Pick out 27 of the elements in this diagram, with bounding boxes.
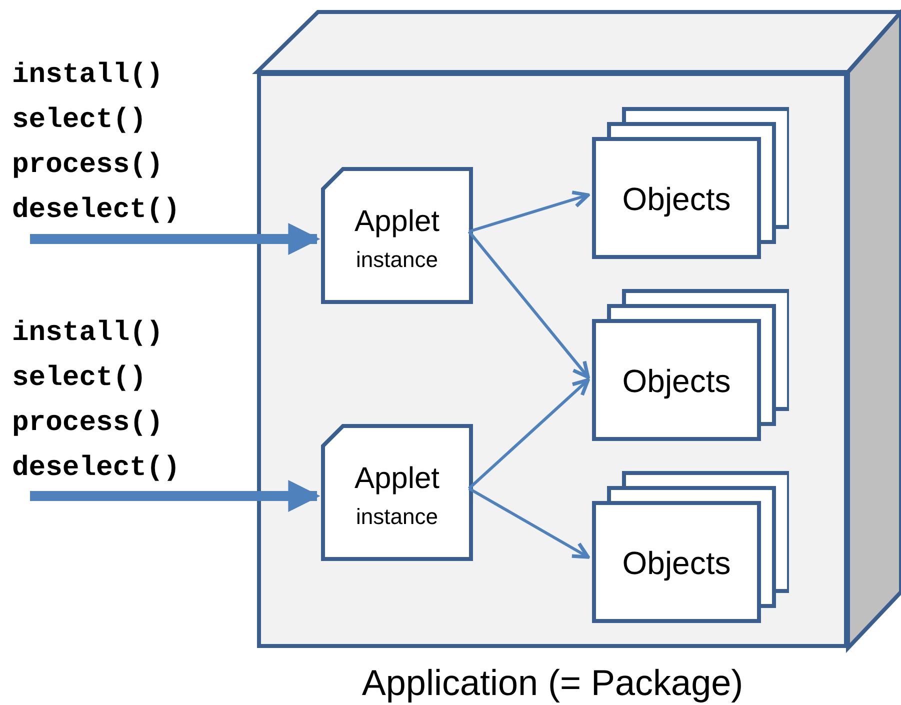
method-name: deselect() (12, 453, 180, 485)
applet-subtitle: instance (355, 504, 439, 530)
object-stack (592, 107, 789, 259)
applet-box (321, 167, 473, 304)
applet-title: Applet (353, 205, 441, 239)
applet-box (321, 424, 473, 561)
arrow (468, 487, 590, 559)
applet-title: Applet (353, 462, 441, 496)
arrow (30, 223, 320, 255)
method-name: select() (12, 105, 146, 137)
arrow (468, 378, 590, 490)
object-stack (592, 471, 789, 623)
method-name: install() (12, 60, 164, 92)
object-stack (592, 289, 789, 441)
arrow (30, 480, 320, 512)
arrow (468, 190, 590, 233)
method-name: install() (12, 318, 164, 350)
package-title: Application (= Package) (360, 662, 744, 704)
method-name: process() (12, 150, 164, 182)
objects-label: Objects (621, 545, 732, 582)
applet-subtitle: instance (355, 247, 439, 273)
arrow (468, 230, 590, 379)
method-name: select() (12, 363, 146, 395)
objects-label: Objects (621, 363, 732, 400)
method-name: process() (12, 408, 164, 440)
objects-label: Objects (621, 181, 732, 218)
method-name: deselect() (12, 195, 180, 227)
